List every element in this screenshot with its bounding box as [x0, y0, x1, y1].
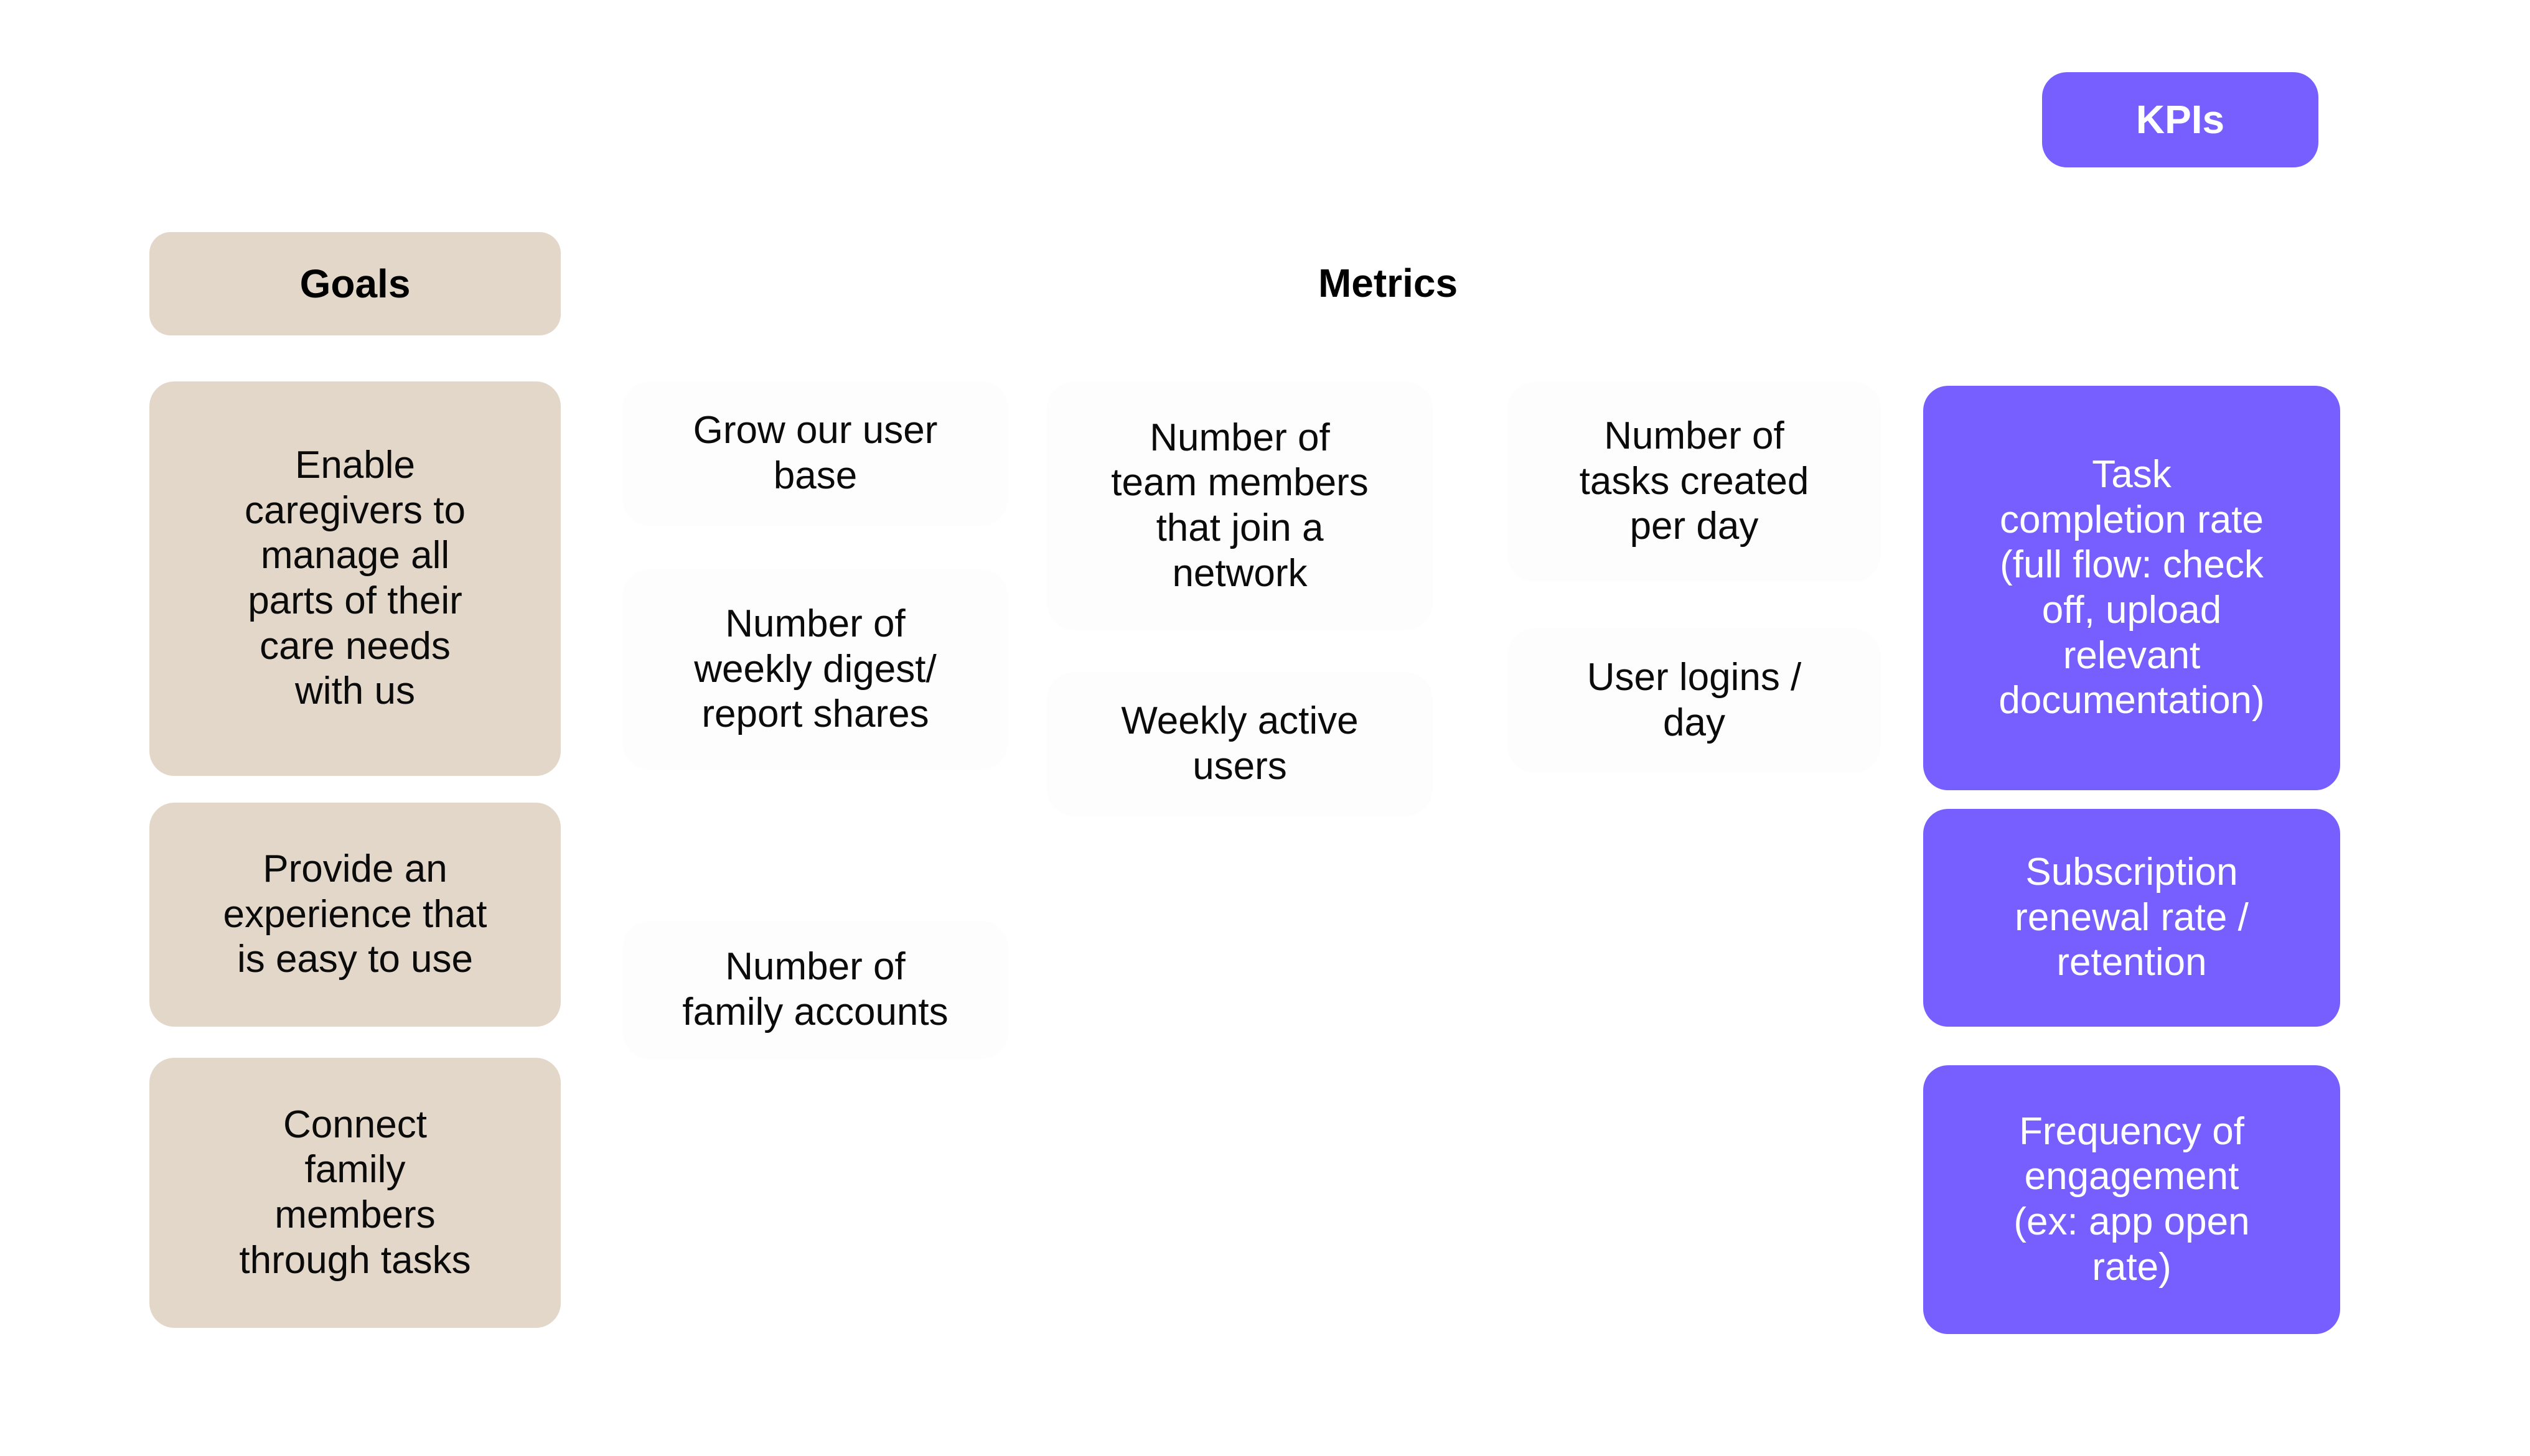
kpi-card[interactable]: Subscription renewal rate / retention — [1923, 809, 2340, 1027]
goal-card[interactable]: Provide an experience that is easy to us… — [149, 803, 561, 1027]
goal-card[interactable]: Connect family members through tasks — [149, 1058, 561, 1328]
metrics-column-header: Metrics — [1318, 260, 1458, 306]
kpi-card[interactable]: Frequency of engagement (ex: app open ra… — [1923, 1065, 2340, 1334]
metric-card[interactable]: Number of team members that join a netwo… — [1047, 381, 1433, 630]
metric-card[interactable]: Number of weekly digest/ report shares — [622, 569, 1008, 770]
metric-card[interactable]: Weekly active users — [1047, 672, 1433, 816]
kpi-card[interactable]: Task completion rate (full flow: check o… — [1923, 386, 2340, 790]
goal-card[interactable]: Enable caregivers to manage all parts of… — [149, 381, 561, 776]
metric-card[interactable]: Number of tasks created per day — [1507, 381, 1881, 582]
metric-card[interactable]: Grow our user base — [622, 381, 1008, 526]
metric-card[interactable]: Number of family accounts — [622, 921, 1008, 1059]
goals-column-header: Goals — [149, 232, 561, 335]
metric-card[interactable]: User logins / day — [1507, 628, 1881, 773]
kpis-column-header: KPIs — [2042, 72, 2318, 167]
